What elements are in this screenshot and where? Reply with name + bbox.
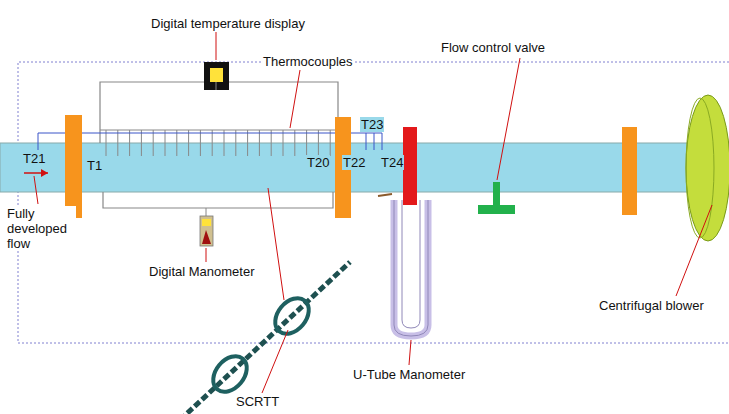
part-label: SCRTT [235,394,280,409]
enclosure-border [18,62,729,343]
valve-handle [478,205,515,214]
thermocouple-probe [165,130,166,156]
thermocouple-probe [188,130,189,156]
pressure-tap-line [103,192,333,208]
thermocouple-wire [100,82,338,143]
manometer-wire [206,208,207,216]
thermocouple-probe [200,130,201,156]
leader-line [409,340,411,365]
flow-label: Fully developed flow [6,206,76,251]
sensor-label: T24 [380,155,404,170]
valve-stem [493,182,500,206]
scrtt-rod [180,262,350,414]
orifice-flange [403,127,417,205]
thermocouple-probe [271,130,272,156]
thermocouple-probe [259,130,260,156]
manometer-body [202,230,211,244]
part-label: Centrifugal blower [598,298,705,313]
thermocouple-probe [224,130,225,156]
part-label: Thermocouples [262,54,354,69]
u-tube-inner [402,200,420,328]
sensor-label: T20 [306,155,330,170]
thermocouple-probe [294,130,295,156]
thermocouple-probe [176,130,177,156]
thermocouple-probe [153,130,154,156]
display-wire [216,82,217,90]
display-screen [210,68,223,82]
thermocouple-probes [106,130,330,156]
leader-lines [34,32,712,393]
blower-housing [686,95,729,241]
part-label: U-Tube Manometer [352,367,466,382]
leader-line [216,32,217,60]
thermocouple-probe [306,130,307,156]
flow-arrowhead [41,169,48,177]
sensor-label: T21 [22,151,46,166]
u-tube [394,200,428,336]
part-label: Flow control valve [440,40,546,55]
thermocouple-probe [247,130,248,156]
blower-impeller [686,98,714,238]
sensor-label: T1 [86,158,103,173]
leader-line [206,248,207,262]
title-label: Digital temperature display [150,16,306,31]
thermocouple-probe [283,130,284,156]
thermocouple-probe [129,130,130,156]
thermocouple-lead [38,133,382,150]
leader-line [497,58,520,180]
scrtt-ring [268,292,315,341]
thermocouple-rail [100,130,338,131]
thermocouple-probe [106,130,107,156]
pitot-probe [378,194,392,196]
thermocouple-probe [117,130,118,156]
leader-line [262,330,288,393]
manometer-screen [202,219,211,226]
thermocouple-probe [235,130,236,156]
flange [65,115,82,218]
thermocouple-probe [141,130,142,156]
leader-line [34,176,38,204]
digital-manometer [200,216,213,246]
thermocouple-probe [318,130,319,156]
flange [622,127,637,215]
part-label: Digital Manometer [148,264,256,279]
scrtt-ring [206,350,253,399]
thermocouple-probe [330,130,331,156]
temperature-display [204,62,229,90]
leader-line [290,70,300,128]
sensor-label: T23 [360,117,384,132]
sensor-label: T22 [342,155,366,170]
u-tube-outline [394,200,428,336]
leader-line [268,188,284,300]
leader-line [676,205,712,296]
thermocouple-probe [212,130,213,156]
